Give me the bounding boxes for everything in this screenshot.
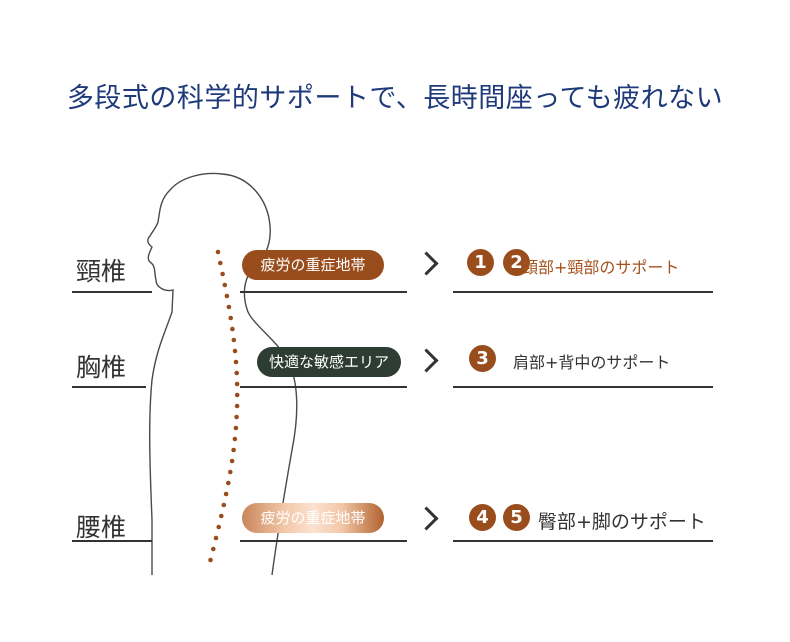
support-rule-lumbar [453, 540, 713, 542]
spine-dot [231, 337, 237, 343]
number-badge-2: 2 [503, 249, 530, 276]
zone-rule-lumbar [240, 540, 407, 542]
spine-dot [213, 535, 219, 541]
spine-dot [228, 315, 233, 321]
spine-dot [221, 502, 227, 508]
spine-dot [228, 469, 233, 475]
spine-dot [216, 524, 221, 530]
spine-dot [234, 370, 239, 376]
spine-dot [226, 304, 232, 310]
spine-dot [218, 260, 223, 266]
region-rule-cervical [72, 291, 152, 293]
spine-dot [234, 381, 240, 387]
spine-dot [234, 414, 239, 420]
support-rule-thoracic [453, 386, 713, 388]
spine-dot [220, 271, 225, 277]
region-label-cervical: 頸椎 [76, 257, 127, 286]
spine-dot [232, 436, 238, 442]
spine-dot [208, 557, 213, 563]
zone-rule-thoracic [240, 386, 407, 388]
support-rule-cervical [453, 291, 713, 293]
spine-dot [219, 513, 224, 519]
support-text-lumbar: 臀部+脚のサポート [538, 511, 706, 533]
region-label-lumbar: 腰椎 [76, 513, 127, 542]
spine-dot [232, 348, 238, 354]
spine-dot [226, 480, 231, 486]
number-badge-5: 5 [503, 504, 530, 531]
region-rule-thoracic [72, 386, 146, 388]
spine-dot [231, 447, 236, 453]
spine-dots-icon [208, 249, 240, 563]
support-text-thoracic: 肩部+背中のサポート [513, 353, 671, 372]
number-badge-3: 3 [469, 345, 496, 372]
spine-dot [233, 359, 239, 365]
zone-pill-lumbar: 疲労の重症地帯 [242, 503, 384, 533]
region-label-thoracic: 胸椎 [76, 353, 127, 382]
spine-dot [211, 546, 216, 552]
spine-dot [234, 403, 240, 409]
number-badge-4: 4 [469, 504, 496, 531]
spine-dot [230, 326, 235, 332]
zone-pill-cervical: 疲労の重症地帯 [242, 250, 384, 280]
number-badge-1: 1 [467, 249, 494, 276]
region-rule-lumbar [72, 540, 152, 542]
spine-dot [234, 392, 240, 398]
spine-dot [222, 282, 228, 288]
spine-dot [229, 458, 235, 464]
zone-rule-cervical [240, 291, 407, 293]
spine-dot [233, 425, 239, 431]
spine-dot [224, 293, 230, 299]
zone-pill-thoracic: 快適な敏感エリア [257, 347, 401, 377]
spine-dot [223, 491, 229, 497]
support-text-cervical: 頸部+頸部のサポート [522, 258, 680, 277]
page-title: 多段式の科学的サポートで、長時間座っても疲れない [66, 83, 724, 114]
spine-dot [215, 249, 221, 255]
